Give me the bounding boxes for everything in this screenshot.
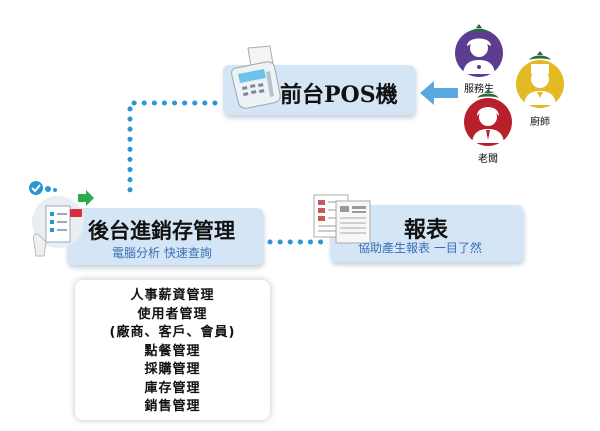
pos-terminal-icon <box>231 45 281 109</box>
chef-label: 廚師 <box>530 117 550 128</box>
backend-title: 後台進銷存管理 <box>88 218 235 243</box>
list-item: 庫存管理 <box>144 380 201 396</box>
backend-subtitle: 電腦分析 快速查詢 <box>112 246 212 260</box>
waiter-avatar-icon <box>455 24 503 77</box>
arrow-left-icon <box>420 81 458 105</box>
list-item: 採購管理 <box>144 362 201 377</box>
list-item: 點餐管理 <box>144 343 201 359</box>
report-subtitle: 協助產生報表 一目了然 <box>358 241 482 255</box>
chef-avatar-icon <box>516 51 564 108</box>
management-list: 人事薪資管理 使用者管理 (廠商、客戶、會員) 點餐管理 採購管理 庫存管理 銷… <box>75 287 270 417</box>
boss-label: 老闆 <box>478 154 498 165</box>
backend-box <box>67 208 263 265</box>
report-title: 報表 <box>404 217 449 243</box>
list-item: (廠商、客戶、會員) <box>109 325 236 340</box>
checklist-icon <box>29 181 94 257</box>
pos-to-backend-line <box>127 100 218 198</box>
management-list-box <box>75 280 270 420</box>
report-documents-icon <box>313 194 371 244</box>
list-item: 銷售管理 <box>144 399 201 414</box>
boss-avatar-icon <box>464 89 512 146</box>
waiter-label: 服務生 <box>464 84 494 95</box>
list-item: 人事薪資管理 <box>130 288 215 303</box>
list-item: 使用者管理 <box>137 306 208 322</box>
pos-title: 前台POS機 <box>280 82 398 108</box>
